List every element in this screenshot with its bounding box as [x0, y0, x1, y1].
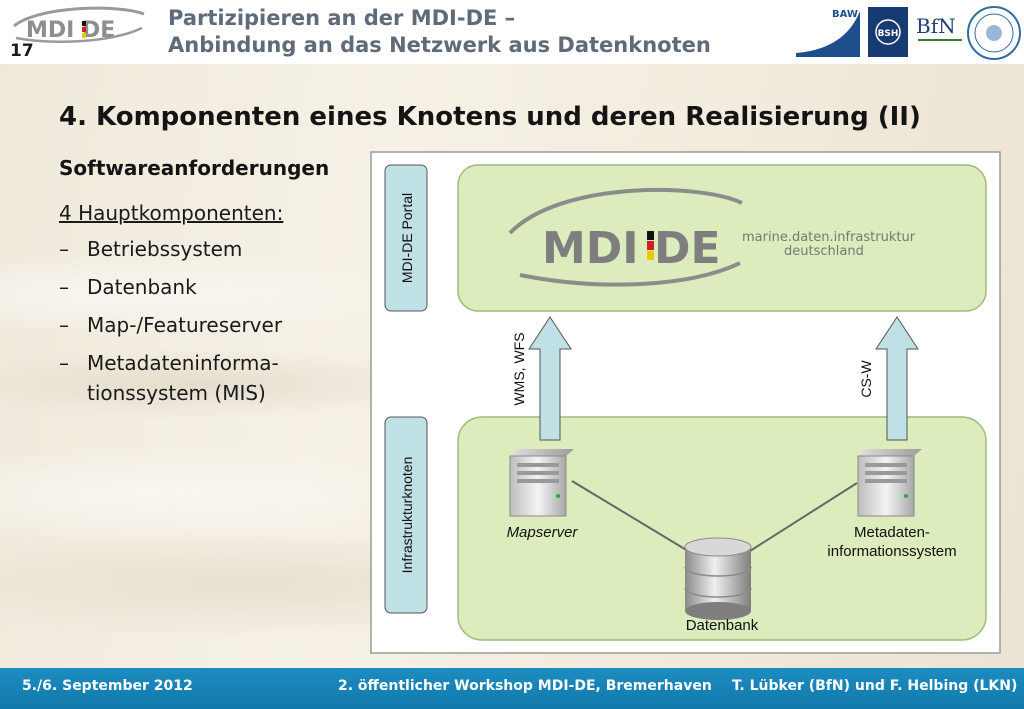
metadata-server-icon [857, 449, 922, 517]
mdi-de-logo: MDI DE [13, 6, 145, 43]
bullet-dash: – [59, 275, 69, 299]
requirements-list: Softwareanforderungen 4 Hauptkomponenten… [59, 156, 364, 416]
database-label: Datenbank [686, 617, 759, 634]
footer-date: 5./6. September 2012 [22, 678, 193, 694]
list-item: –Datenbank [59, 272, 364, 302]
bfn-logo-text: BfN [916, 14, 956, 38]
mdi-de-logo-large: MDI DE marine.daten.infrastruktur deutsc… [508, 187, 916, 287]
slide-header: MDI DE 17 Partizipieren an der MDI-DE – … [0, 0, 1024, 64]
list-item: –Metadateninforma- tionssystem (MIS) [59, 348, 364, 408]
slide-footer: 5./6. September 2012 2. öffentlicher Wor… [0, 668, 1024, 709]
arrow-wms-wfs [528, 316, 572, 441]
footer-event: 2. öffentlicher Workshop MDI-DE, Bremerh… [338, 678, 712, 694]
arrow-cs-w-label: CS-W [858, 360, 874, 398]
header-title-line1: Partizipieren an der MDI-DE – [168, 6, 516, 30]
portal-label-box [384, 164, 428, 312]
slide-number: 17 [10, 41, 34, 61]
bullet-text: Datenbank [87, 275, 197, 299]
bsh-logo-text: BSH [878, 29, 899, 39]
bullet-list: –Betriebssystem –Datenbank –Map-/Feature… [59, 234, 364, 408]
baw-logo-text: BAW [832, 9, 858, 20]
bullet-dash: – [59, 237, 69, 261]
header-title-line2: Anbindung an das Netzwerk aus Datenknote… [168, 33, 711, 57]
node-architecture-diagram: MDI-DE Portal Infrastrukturknoten MDI DE… [370, 151, 1001, 654]
link-metadata-db [749, 482, 858, 552]
database-icon [684, 537, 752, 620]
node-label-box [384, 416, 428, 614]
bfn-logo-icon: BfN [916, 14, 962, 41]
header-title: Partizipieren an der MDI-DE – Anbindung … [168, 5, 711, 59]
bsh-logo-icon: BSH [868, 7, 908, 57]
baw-logo-icon: BAW [796, 9, 860, 57]
bullet-dash: – [59, 313, 69, 337]
logo-subtitle-line1: marine.daten.infrastruktur [742, 230, 916, 245]
bullet-dash: – [59, 351, 69, 375]
section-heading: Softwareanforderungen [59, 156, 330, 180]
node-label: Infrastrukturknoten [399, 457, 415, 574]
portal-label: MDI-DE Portal [399, 193, 415, 283]
footer-authors: T. Lübker (BfN) und F. Helbing (LKN) [732, 678, 1018, 694]
arrow-cs-w [875, 316, 919, 441]
arrow-wms-wfs-label: WMS, WFS [511, 332, 527, 405]
partner-logos: BAW BSH BfN [796, 6, 1021, 60]
logo-subtitle-line2: deutschland [784, 244, 864, 259]
bullet-text: Map-/Featureserver [87, 313, 283, 337]
list-item: –Betriebssystem [59, 234, 364, 264]
metadata-label-line2: informationssystem [827, 543, 956, 560]
logo-large-text: MDI DE [542, 223, 721, 274]
mapserver-icon [509, 449, 574, 517]
slide-title: 4. Komponenten eines Knotens und deren R… [59, 102, 921, 132]
metadata-label-line1: Metadaten- [854, 524, 930, 541]
mapserver-label: Mapserver [507, 524, 579, 541]
link-mapserver-db [571, 480, 689, 552]
bullet-text: Metadateninforma- tionssystem (MIS) [87, 351, 279, 405]
bullet-text: Betriebssystem [87, 237, 243, 261]
portal-panel [457, 164, 987, 312]
list-item: –Map-/Featureserver [59, 310, 364, 340]
logo-text: MDI DE [26, 18, 115, 43]
node-panel [457, 416, 987, 641]
list-lead: 4 Hauptkomponenten: [59, 201, 284, 225]
university-seal-icon [967, 6, 1021, 60]
